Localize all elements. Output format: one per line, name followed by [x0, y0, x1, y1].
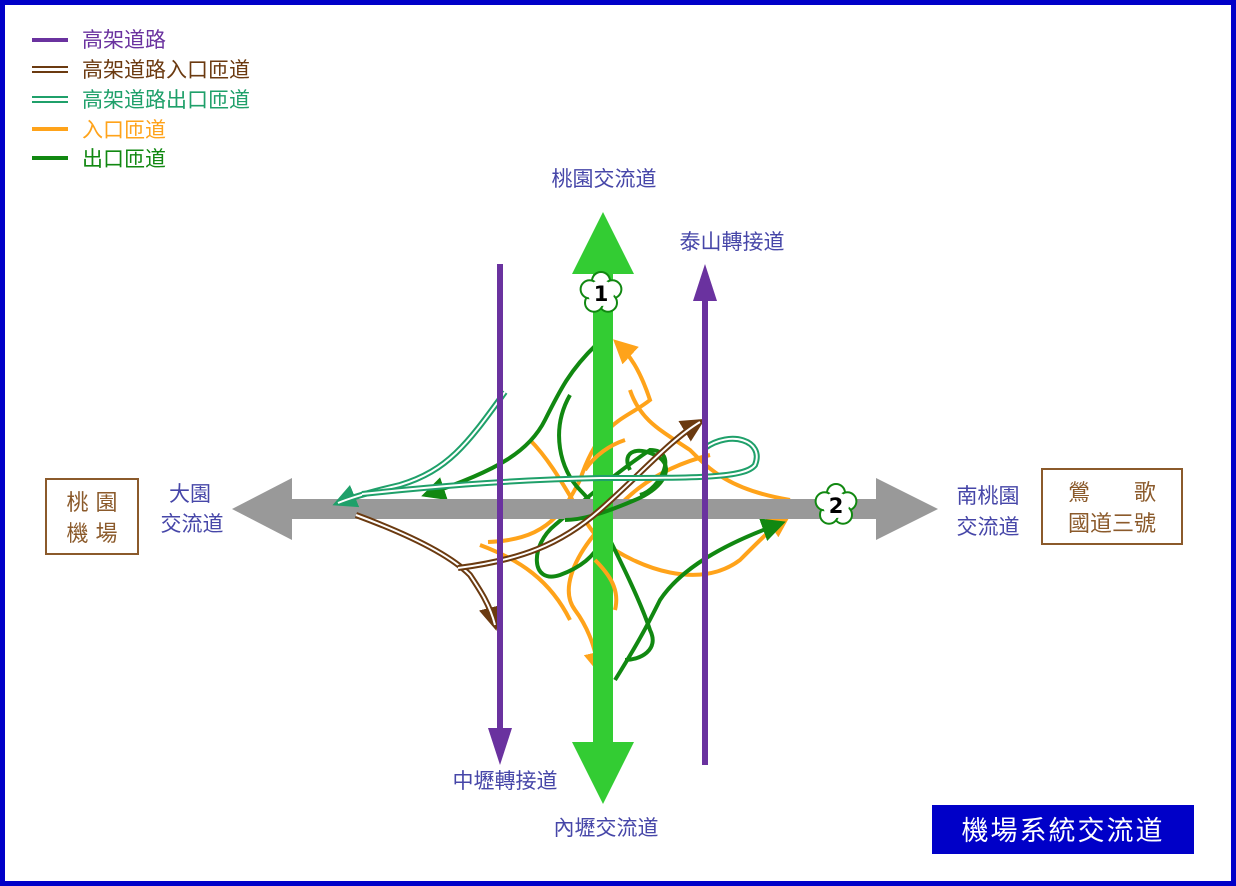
elevated-exit-ramps	[332, 390, 760, 508]
legend-item-exit-ramp: 出口匝道	[32, 147, 166, 171]
west-arrow-icon	[232, 478, 292, 540]
label-west-line1: 大園	[169, 482, 211, 506]
label-west-line2: 交流道	[161, 512, 224, 536]
label-taishan: 泰山轉接道	[680, 230, 785, 254]
yingge-line1: 鶯 歌	[1068, 481, 1156, 506]
down-arrow-icon	[488, 728, 512, 765]
yingge-line2: 國道三號	[1068, 512, 1156, 537]
freeway-2-badge: 2	[814, 483, 858, 525]
freeway-1-badge: 1	[579, 271, 623, 313]
freeway-2-road	[232, 478, 938, 540]
legend-item-elevated-entrance: 高架道路入口匝道	[32, 58, 250, 82]
legend-item-elevated-road: 高架道路	[32, 28, 166, 52]
elevated-road-east	[693, 264, 717, 765]
exit-ramps	[421, 343, 786, 682]
label-east-line2: 交流道	[957, 515, 1020, 539]
airport-line1: 桃 園	[67, 491, 118, 516]
yingge-box: 鶯 歌 國道三號	[1041, 468, 1183, 545]
label-east-line1: 南桃園	[957, 484, 1020, 508]
legend-label: 高架道路入口匝道	[82, 58, 250, 82]
elevated-road-west	[488, 264, 512, 765]
legend-item-entrance-ramp: 入口匝道	[32, 118, 166, 142]
title-block: 機場系統交流道	[932, 805, 1194, 854]
north-arrow-icon	[572, 212, 634, 274]
legend-label: 高架道路	[82, 28, 166, 52]
legend-label: 高架道路出口匝道	[82, 88, 250, 112]
interchange-diagram: 高架道路 高架道路入口匝道 高架道路出口匝道 入口匝道 出口匝道	[32, 28, 1194, 854]
label-zhongli: 中壢轉接道	[453, 769, 558, 793]
label-south: 內壢交流道	[554, 816, 659, 840]
legend-item-elevated-exit: 高架道路出口匝道	[32, 88, 250, 112]
legend-label: 入口匝道	[82, 118, 166, 142]
badge-number: 1	[594, 282, 609, 306]
elevated-entrance-ramps	[354, 418, 706, 631]
label-north: 桃園交流道	[552, 167, 657, 191]
east-arrow-icon	[876, 478, 938, 540]
airport-box: 桃 園 機 場	[45, 478, 139, 555]
south-arrow-icon	[572, 742, 634, 804]
page-title: 機場系統交流道	[962, 816, 1165, 847]
entrance-ramps-overlay	[583, 438, 626, 611]
legend-label: 出口匝道	[82, 147, 166, 171]
up-arrow-icon	[693, 264, 717, 301]
legend: 高架道路 高架道路入口匝道 高架道路出口匝道 入口匝道 出口匝道	[32, 28, 250, 171]
badge-number: 2	[829, 494, 844, 518]
airport-line2: 機 場	[67, 522, 118, 547]
